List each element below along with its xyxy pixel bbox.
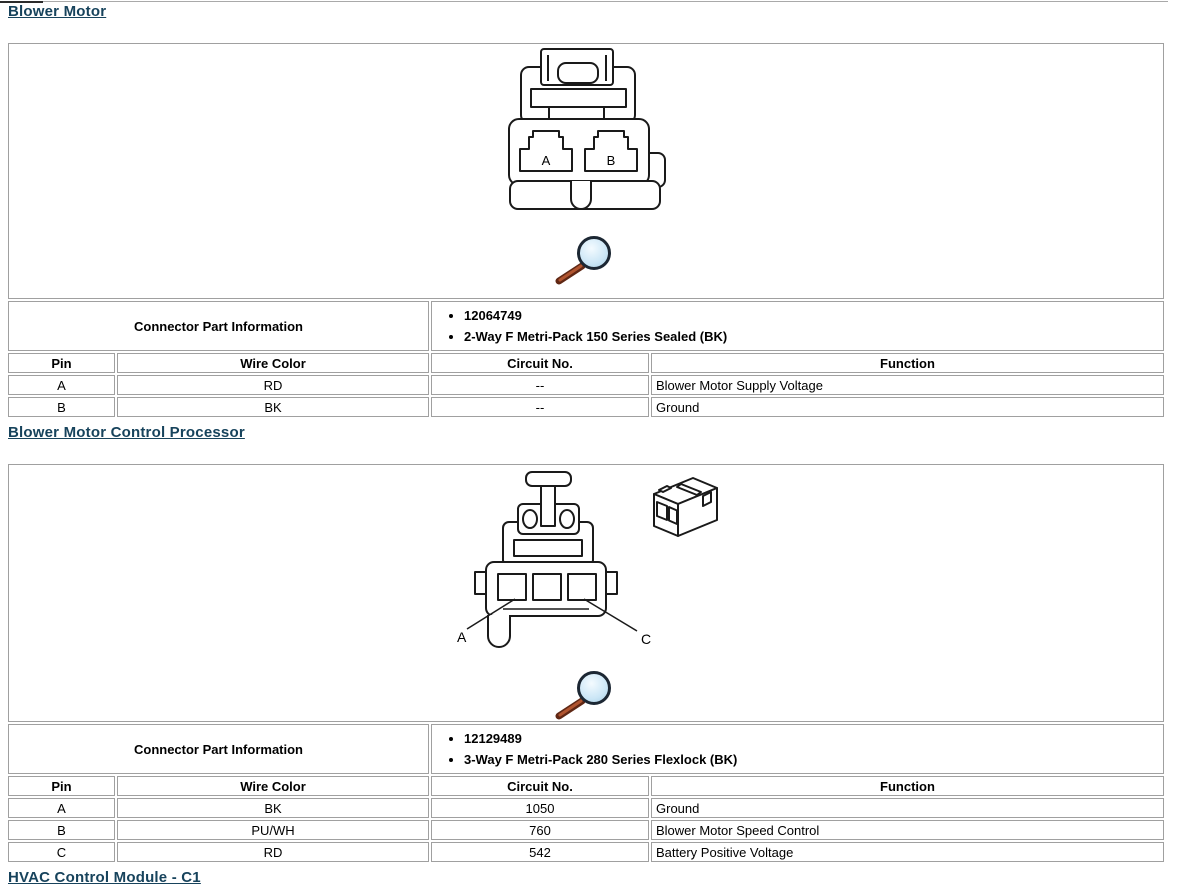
- part-description: 3-Way F Metri-Pack 280 Series Flexlock (…: [464, 749, 1159, 770]
- pin-label-a: A: [457, 629, 467, 645]
- pin-value: A: [8, 375, 115, 395]
- col-header-function: Function: [651, 353, 1164, 373]
- table-header-row: Pin Wire Color Circuit No. Function: [8, 353, 1164, 373]
- pin-value: B: [8, 397, 115, 417]
- pin-label-a: A: [541, 153, 550, 168]
- table-row: A RD -- Blower Motor Supply Voltage: [8, 375, 1164, 395]
- wire-color-value: RD: [117, 842, 429, 862]
- pin-value: C: [8, 842, 115, 862]
- col-header-pin: Pin: [8, 353, 115, 373]
- table-row: C RD 542 Battery Positive Voltage: [8, 842, 1164, 862]
- col-header-pin: Pin: [8, 776, 115, 796]
- two-way-connector-diagram: A B: [507, 48, 666, 210]
- col-header-circuit-no: Circuit No.: [431, 776, 649, 796]
- section-heading-blower-motor-control-processor[interactable]: Blower Motor Control Processor: [8, 424, 245, 441]
- circuit-no-value: --: [431, 375, 649, 395]
- function-value: Ground: [651, 397, 1164, 417]
- col-header-function: Function: [651, 776, 1164, 796]
- col-header-circuit-no: Circuit No.: [431, 353, 649, 373]
- wire-color-value: PU/WH: [117, 820, 429, 840]
- connector-part-information-label: Connector Part Information: [8, 724, 429, 774]
- col-header-wire-color: Wire Color: [117, 353, 429, 373]
- function-value: Ground: [651, 798, 1164, 818]
- connector-part-info-values: 12064749 2-Way F Metri-Pack 150 Series S…: [431, 301, 1164, 351]
- three-way-connector-diagram: A C: [457, 471, 718, 648]
- zoom-magnifier-icon[interactable]: [554, 668, 618, 720]
- top-clipped-rule-dark: [0, 1, 43, 3]
- table-row: B BK -- Ground: [8, 397, 1164, 417]
- function-value: Blower Motor Supply Voltage: [651, 375, 1164, 395]
- zoom-magnifier-icon[interactable]: [554, 233, 618, 285]
- section-heading-blower-motor[interactable]: Blower Motor: [8, 3, 107, 20]
- circuit-no-value: 760: [431, 820, 649, 840]
- section-heading-hvac-control-module-c1[interactable]: HVAC Control Module - C1: [8, 869, 201, 886]
- wire-color-value: RD: [117, 375, 429, 395]
- part-number: 12064749: [464, 305, 1159, 326]
- pin-label-c: C: [641, 631, 651, 647]
- table-row: A BK 1050 Ground: [8, 798, 1164, 818]
- blower-motor-control-processor-connector-table: A C Co: [6, 462, 1166, 864]
- pin-label-b: B: [606, 153, 615, 168]
- function-value: Battery Positive Voltage: [651, 842, 1164, 862]
- connector-diagram-cell: A C: [8, 464, 1164, 722]
- blower-motor-connector-table: A B Co: [6, 41, 1166, 419]
- pin-value: B: [8, 820, 115, 840]
- table-row: B PU/WH 760 Blower Motor Speed Control: [8, 820, 1164, 840]
- connector-part-info-values: 12129489 3-Way F Metri-Pack 280 Series F…: [431, 724, 1164, 774]
- col-header-wire-color: Wire Color: [117, 776, 429, 796]
- connector-part-information-label: Connector Part Information: [8, 301, 429, 351]
- wire-color-value: BK: [117, 397, 429, 417]
- connector-diagram-cell: A B: [8, 43, 1164, 299]
- wire-color-value: BK: [117, 798, 429, 818]
- part-number: 12129489: [464, 728, 1159, 749]
- pin-value: A: [8, 798, 115, 818]
- function-value: Blower Motor Speed Control: [651, 820, 1164, 840]
- table-header-row: Pin Wire Color Circuit No. Function: [8, 776, 1164, 796]
- circuit-no-value: 1050: [431, 798, 649, 818]
- part-description: 2-Way F Metri-Pack 150 Series Sealed (BK…: [464, 326, 1159, 347]
- top-clipped-rule: [0, 1, 1168, 2]
- circuit-no-value: --: [431, 397, 649, 417]
- circuit-no-value: 542: [431, 842, 649, 862]
